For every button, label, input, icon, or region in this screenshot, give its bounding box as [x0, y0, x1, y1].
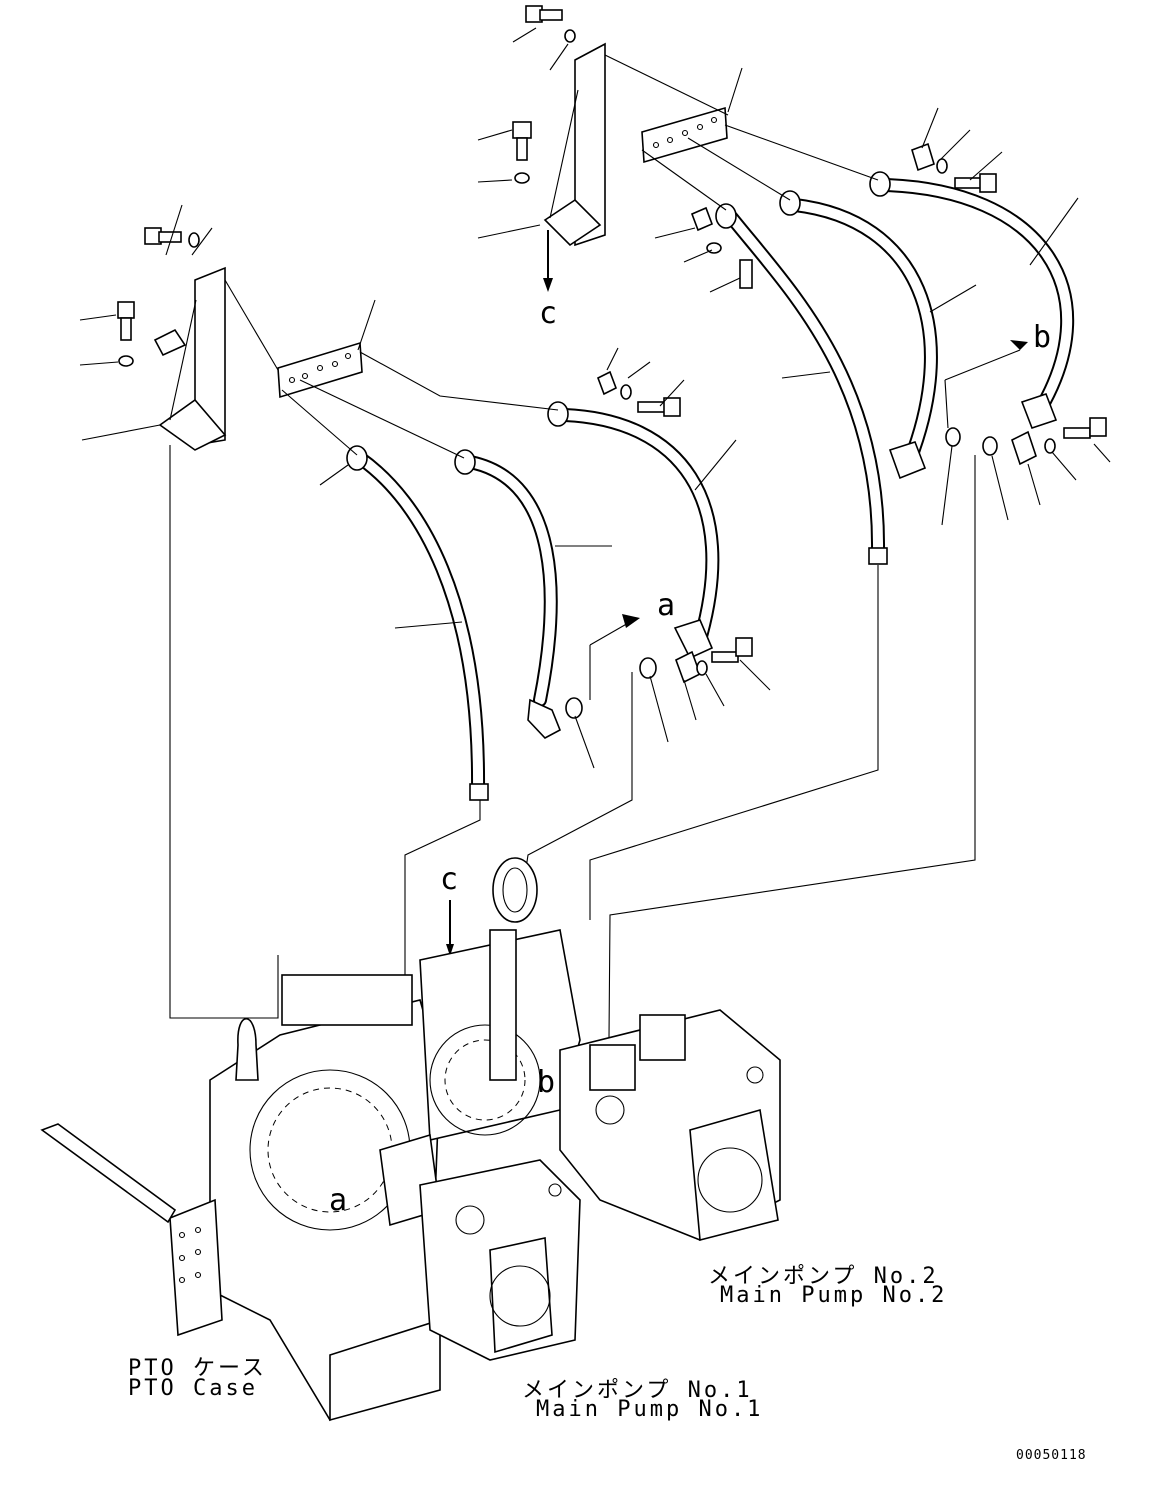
fastener-set-a: [565, 637, 753, 719]
bolt-left-top: [144, 227, 200, 248]
hose-left-1: [346, 445, 489, 801]
ref-c-lower: c: [440, 862, 459, 897]
left-bracket: [153, 266, 227, 451]
clamp-plate-left: [277, 341, 363, 399]
label-pump1-en: Main Pump No.1: [536, 1397, 764, 1422]
ref-a-lower: a: [329, 1183, 348, 1218]
label-pump2-jp: メインポンプ No.2: [708, 1264, 939, 1289]
label-pump1-jp: メインポンプ No.1: [522, 1378, 753, 1403]
main-pump-no1: [419, 1159, 581, 1361]
upper-bracket: [543, 42, 606, 247]
fastener-set-b: [945, 417, 1107, 466]
hose-right-1: [715, 203, 888, 565]
ref-b-lower: b: [537, 1065, 556, 1100]
hose-right-3: [869, 171, 1074, 430]
label-pto-en: PTO Case: [128, 1376, 258, 1401]
main-pump-no2: [559, 1009, 781, 1242]
label-pto-jp: PTO ケース: [128, 1356, 267, 1381]
pto-case: [40, 974, 441, 1422]
figure-number: 00050118: [1016, 1448, 1087, 1463]
label-pump2-en: Main Pump No.2: [720, 1283, 948, 1308]
ref-c-top: c: [539, 296, 558, 331]
fastener-set-upper-right: [690, 142, 997, 289]
bolt-left-side: [117, 301, 135, 367]
fastener-set-mid: [596, 370, 681, 417]
hose-left-2: [454, 449, 562, 739]
clamp-plate-right: [641, 106, 728, 164]
ref-b-upper: b: [1033, 320, 1052, 355]
hose-right-2: [779, 190, 938, 480]
hose-left-3: [547, 401, 720, 660]
bolt-top: [525, 5, 576, 43]
leader-lines: [79, 27, 1111, 769]
ref-a-upper: a: [657, 588, 676, 623]
bolt-upper-bracket: [512, 121, 532, 184]
center-housing: [379, 857, 581, 1227]
